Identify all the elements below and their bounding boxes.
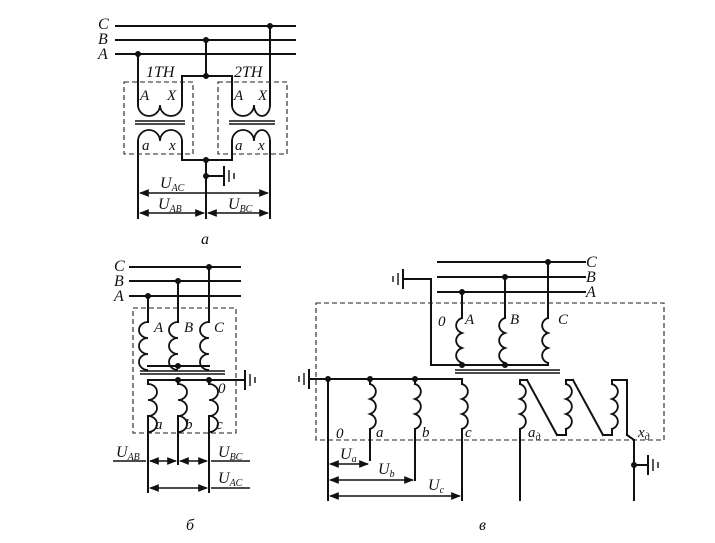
label-1th-A: A xyxy=(139,88,150,104)
ground-icon xyxy=(223,166,235,186)
box-v xyxy=(315,302,665,441)
bus-a-label-a: A xyxy=(97,46,108,63)
label-ubc: UBC xyxy=(228,196,253,215)
caption-b: б xyxy=(186,517,195,534)
coil-v-aux-3 xyxy=(609,383,619,430)
label-v-ua: Ua xyxy=(340,446,357,465)
coil-v-secondary-a xyxy=(367,383,377,430)
ground-icon xyxy=(244,370,256,390)
coil-1th-secondary xyxy=(137,129,183,142)
caption-a: а xyxy=(201,231,209,248)
bus-c-label-b: C xyxy=(114,258,125,275)
label-b-neutral: 0 xyxy=(218,381,226,397)
label-b-A: A xyxy=(153,320,164,336)
aux-link-1 xyxy=(525,378,559,437)
label-v-C: C xyxy=(558,312,569,328)
bus-b-label-a: B xyxy=(98,31,108,48)
coil-b-secondary-b xyxy=(177,383,188,433)
diagram-v: C B A 0 A B C xyxy=(298,254,665,534)
coil-v-primary-a xyxy=(455,317,465,364)
coil-b-primary-c xyxy=(199,321,210,371)
node xyxy=(203,37,209,43)
label-v-ub: Ub xyxy=(378,461,395,480)
label-2th-x: x xyxy=(257,138,265,154)
label-b-b: b xyxy=(185,417,193,433)
bus-a-label-b: A xyxy=(113,288,124,305)
coil-v-aux-1 xyxy=(517,383,527,430)
coil-1th-primary xyxy=(137,104,183,117)
label-v-aux-start: aд xyxy=(528,425,541,443)
label-2th: 2TH xyxy=(234,64,264,81)
diagram-a: C B A 1TH 2TH A X a x A X xyxy=(97,16,296,248)
coil-b-secondary-c xyxy=(208,383,219,433)
label-1th-x: x xyxy=(168,138,176,154)
label-2th-X: X xyxy=(257,88,268,104)
label-v-uc: Uc xyxy=(428,477,445,496)
label-2th-A: A xyxy=(233,88,244,104)
label-v-b: b xyxy=(422,425,430,441)
coil-b-primary-b xyxy=(168,321,179,371)
label-uac: UAC xyxy=(160,175,185,194)
caption-v: в xyxy=(479,517,486,534)
box-1th xyxy=(123,81,194,155)
ground-icon xyxy=(647,455,659,475)
label-uab: UAB xyxy=(158,196,182,215)
coil-v-secondary-b xyxy=(412,383,422,430)
label-b-ubc: UBC xyxy=(218,444,243,463)
label-v-A: A xyxy=(464,312,475,328)
bus-b-label-b: B xyxy=(114,273,124,290)
coil-b-secondary-a xyxy=(147,383,158,433)
label-b-a: a xyxy=(155,417,163,433)
label-2th-a: a xyxy=(235,138,243,154)
ground-icon xyxy=(392,269,404,289)
label-b-uac: UAC xyxy=(218,470,243,489)
label-b-c: c xyxy=(216,417,223,433)
coil-v-secondary-c xyxy=(459,383,469,430)
bus-c-label-v: C xyxy=(586,254,597,271)
label-v-primary-neutral: 0 xyxy=(438,314,446,330)
label-b-C: C xyxy=(214,320,225,336)
label-v-B: B xyxy=(510,312,519,328)
bus-b-label-v: B xyxy=(586,269,596,286)
bus-a-label-v: A xyxy=(585,284,596,301)
label-1th-X: X xyxy=(166,88,177,104)
label-v-c: c xyxy=(465,425,472,441)
label-v-a: a xyxy=(376,425,384,441)
coil-v-primary-c xyxy=(541,317,551,364)
coil-v-primary-b xyxy=(498,317,508,364)
aux-link-2 xyxy=(571,378,605,437)
box-2th xyxy=(217,81,288,155)
node xyxy=(135,51,141,57)
box-b xyxy=(132,307,237,434)
label-b-uab: UAB xyxy=(116,444,140,463)
label-v-aux-end: xд xyxy=(637,425,650,443)
node xyxy=(267,23,273,29)
node xyxy=(203,73,209,79)
coil-v-aux-2 xyxy=(563,383,573,430)
bus-c-label-a: C xyxy=(98,16,109,33)
coil-2th-primary xyxy=(231,104,271,117)
coil-b-primary-a xyxy=(138,321,149,371)
ground-icon xyxy=(298,369,310,389)
label-1th: 1TH xyxy=(146,64,176,81)
label-1th-a: a xyxy=(142,138,150,154)
coil-2th-secondary xyxy=(231,129,271,142)
label-b-B: B xyxy=(184,320,193,336)
diagram-b: C B A A B C 0 xyxy=(113,258,256,534)
label-v-secondary-neutral: 0 xyxy=(336,426,344,442)
